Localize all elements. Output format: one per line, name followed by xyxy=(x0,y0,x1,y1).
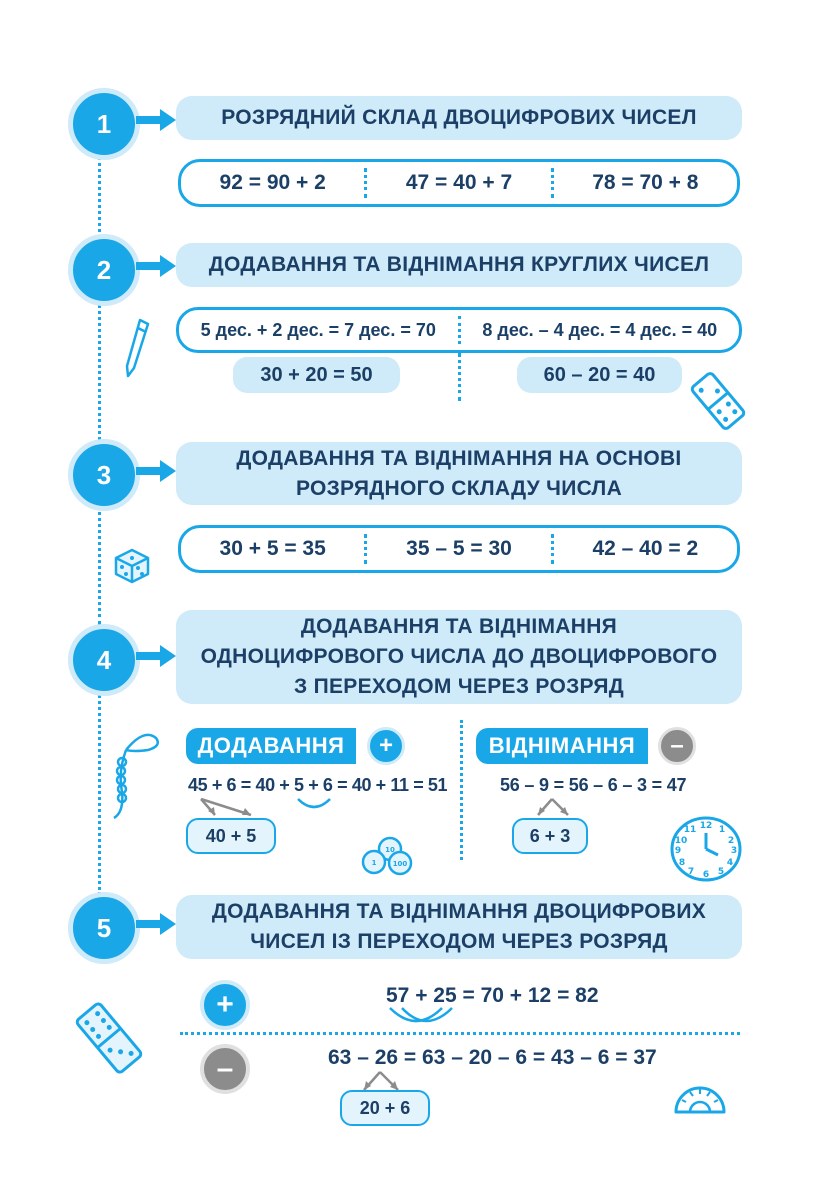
group-arcs-icon xyxy=(389,1007,453,1023)
split-arrows-icon xyxy=(363,1071,399,1091)
example: 5 дес. + 2 дес. = 7 дес. = 70 xyxy=(200,319,436,340)
addition-label: ДОДАВАННЯ xyxy=(186,728,356,764)
arrow-right-icon xyxy=(136,913,176,935)
title-line: ДОДАВАННЯ ТА ВІДНІМАННЯ ДВОЦИФРОВИХ xyxy=(211,900,707,923)
svg-text:8: 8 xyxy=(679,858,685,868)
abacus-string-icon xyxy=(113,733,159,820)
svg-text:9: 9 xyxy=(675,846,681,856)
svg-text:12: 12 xyxy=(700,821,713,831)
svg-text:1: 1 xyxy=(719,825,725,835)
timeline-connector xyxy=(98,150,101,250)
svg-text:7: 7 xyxy=(688,867,694,877)
minus-icon: – xyxy=(658,727,696,765)
example: 47 = 40 + 7 xyxy=(405,171,513,194)
split-arrows-icon xyxy=(200,797,252,817)
arrow-right-icon xyxy=(136,645,176,667)
section-2-examples: 5 дес. + 2 дес. = 7 дес. = 70 8 дес. – 4… xyxy=(176,307,742,353)
result-pill: 30 + 20 = 50 xyxy=(233,357,400,393)
section-5-title: ДОДАВАННЯ ТА ВІДНІМАННЯ ДВОЦИФРОВИХ ЧИСЕ… xyxy=(176,895,742,959)
addition-expression: 45 + 6 = 40 + 5 + 6 = 40 + 11 = 51 xyxy=(188,775,448,795)
section-1-title: РОЗРЯДНИЙ СКЛАД ДВОЦИФРОВИХ ЧИСЕЛ xyxy=(176,96,742,140)
example: 8 дес. – 4 дес. = 4 дес. = 40 xyxy=(482,319,718,340)
timeline-connector xyxy=(98,690,101,895)
svg-text:2: 2 xyxy=(728,836,734,846)
section-3-title: ДОДАВАННЯ ТА ВІДНІМАННЯ НА ОСНОВІ РОЗРЯД… xyxy=(176,442,742,505)
step-number-5: 5 xyxy=(68,892,140,964)
svg-text:3: 3 xyxy=(731,846,737,856)
split-pill: 6 + 3 xyxy=(512,818,588,854)
subtraction-expression: 56 – 9 = 56 – 6 – 3 = 47 xyxy=(500,775,687,795)
plus-icon: + xyxy=(367,727,405,765)
section-1-examples: 92 = 90 + 2 47 = 40 + 7 78 = 70 + 8 xyxy=(178,159,740,207)
split-arrows-icon xyxy=(537,798,569,816)
dice-icon xyxy=(114,548,150,584)
svg-text:1: 1 xyxy=(372,859,377,867)
svg-text:11: 11 xyxy=(684,825,697,835)
section-4-divider xyxy=(460,720,463,860)
result-pill: 60 – 20 = 40 xyxy=(517,357,682,393)
subtraction-label: ВІДНІМАННЯ xyxy=(476,728,648,764)
section-5-divider xyxy=(180,1032,740,1035)
domino-icon xyxy=(75,1002,143,1074)
svg-text:5: 5 xyxy=(718,867,724,877)
svg-text:6: 6 xyxy=(703,870,709,880)
title-line: ЧИСЕЛ ІЗ ПЕРЕХОДОМ ЧЕРЕЗ РОЗРЯД xyxy=(250,930,668,953)
domino-icon xyxy=(690,372,746,430)
step-number-2: 2 xyxy=(68,234,140,306)
title-line: РОЗРЯДНОГО СКЛАДУ ЧИСЛА xyxy=(295,476,623,500)
step-number-1: 1 xyxy=(68,88,140,160)
title-line: ОДНОЦИФРОВОГО ЧИСЛА ДО ДВОЦИФРОВОГО xyxy=(200,645,718,668)
section-3-examples: 30 + 5 = 35 35 – 5 = 30 42 – 40 = 2 xyxy=(178,525,740,573)
example: 92 = 90 + 2 xyxy=(219,171,326,194)
arrow-right-icon xyxy=(136,460,176,482)
timeline-connector xyxy=(98,505,101,625)
section-2-divider xyxy=(458,353,461,401)
plus-icon: + xyxy=(200,980,250,1030)
example: 42 – 40 = 2 xyxy=(592,537,699,560)
arrow-right-icon xyxy=(136,255,176,277)
coins-icon: 10 1 100 xyxy=(361,836,413,876)
example: 35 – 5 = 30 xyxy=(406,537,512,560)
split-pill: 40 + 5 xyxy=(186,818,276,854)
title-line: ДОДАВАННЯ ТА ВІДНІМАННЯ xyxy=(300,615,618,638)
svg-text:10: 10 xyxy=(385,846,395,854)
subtraction-expression: 63 – 26 = 63 – 20 – 6 = 43 – 6 = 37 xyxy=(328,1046,657,1069)
section-2-title: ДОДАВАННЯ ТА ВІДНІМАННЯ КРУГЛИХ ЧИСЕЛ xyxy=(176,243,742,287)
example: 30 + 5 = 35 xyxy=(219,537,326,560)
arrow-right-icon xyxy=(136,109,176,131)
example: 78 = 70 + 8 xyxy=(592,171,699,194)
group-arc-icon xyxy=(297,798,331,809)
title-line: З ПЕРЕХОДОМ ЧЕРЕЗ РОЗРЯД xyxy=(294,675,624,698)
addition-expression: 57 + 25 = 70 + 12 = 82 xyxy=(386,984,599,1007)
svg-text:4: 4 xyxy=(727,858,733,868)
section-4-title: ДОДАВАННЯ ТА ВІДНІМАННЯ ОДНОЦИФРОВОГО ЧИ… xyxy=(176,610,742,704)
timeline-connector xyxy=(98,300,101,440)
protractor-icon xyxy=(674,1086,726,1114)
pen-icon xyxy=(125,318,150,378)
split-pill: 20 + 6 xyxy=(340,1090,430,1126)
minus-icon: – xyxy=(200,1044,250,1094)
title-line: ДОДАВАННЯ ТА ВІДНІМАННЯ НА ОСНОВІ xyxy=(236,446,682,470)
svg-text:10: 10 xyxy=(675,836,688,846)
svg-text:100: 100 xyxy=(393,860,408,868)
step-number-3: 3 xyxy=(68,439,140,511)
step-number-4: 4 xyxy=(68,624,140,696)
